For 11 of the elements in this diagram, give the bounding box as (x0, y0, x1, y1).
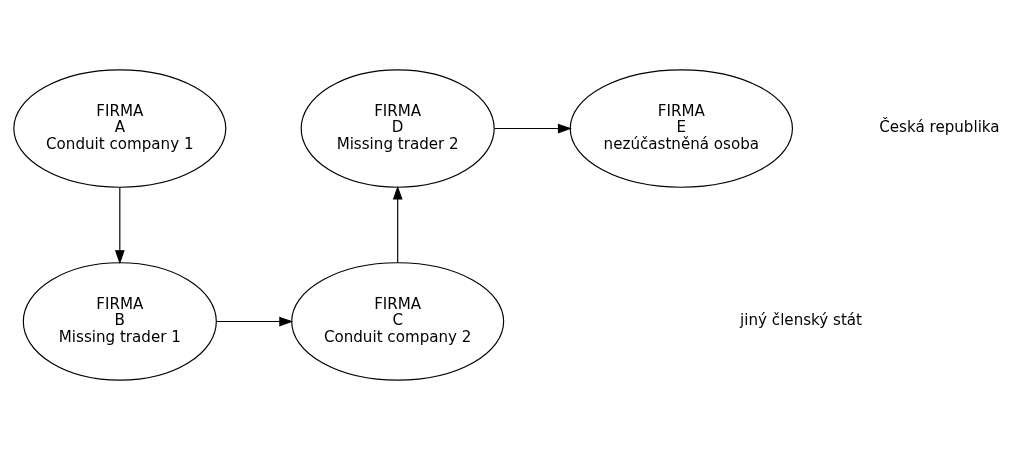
arrow (114, 186, 125, 265)
label: Česká republika (878, 118, 1000, 137)
node-ellipse: FIRMA E nezúčastněná osoba (569, 69, 793, 188)
node-ellipse: FIRMA C Conduit company 2 (290, 262, 504, 381)
arrow (392, 185, 403, 264)
arrow (493, 123, 572, 134)
node-ellipse: FIRMA D Missing trader 2 (300, 69, 495, 188)
node-ellipse: FIRMA A Conduit company 1 (12, 69, 226, 188)
label: jiný členský stát (739, 311, 862, 330)
arrow (215, 316, 293, 327)
node-ellipse: FIRMA B Missing trader 1 (22, 262, 217, 381)
